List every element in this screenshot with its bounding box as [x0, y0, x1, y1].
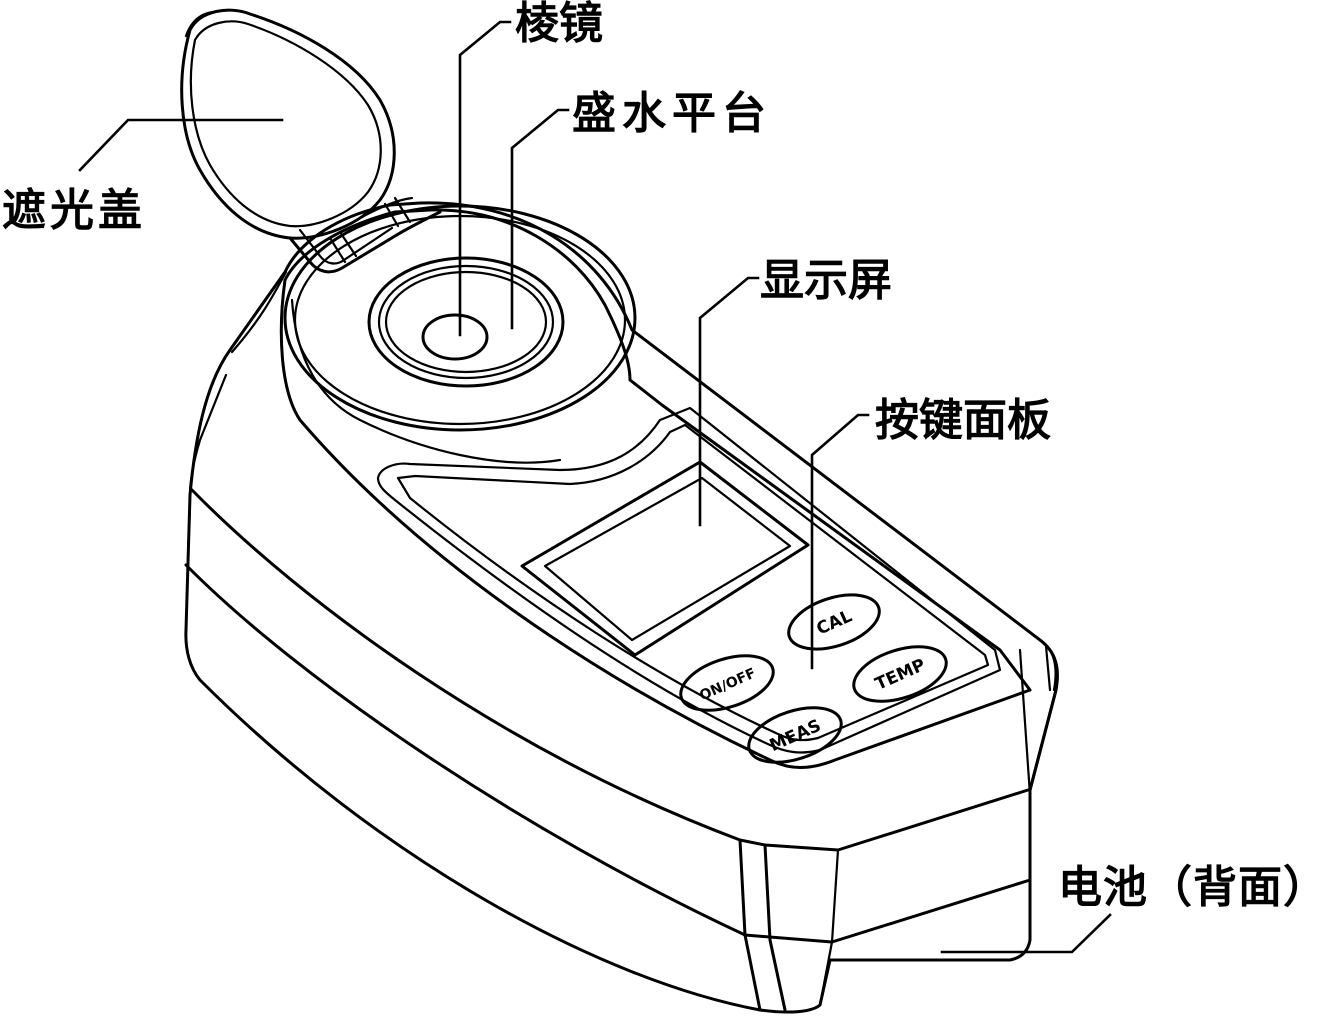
leader-lines: [78, 20, 1112, 954]
leader-prism: [458, 20, 512, 337]
prism: [421, 313, 489, 361]
label-display: 显示屏: [760, 255, 892, 306]
temp-button[interactable]: TEMP: [847, 636, 953, 711]
labels: 棱镜 盛水平台 遮光盖 显示屏 按键面板 电池（背面）: [2, 0, 1328, 913]
on-off-button[interactable]: ON/OFF: [674, 645, 780, 720]
leader-keypad: [810, 413, 870, 670]
label-light-cover: 遮光盖: [2, 185, 146, 236]
device-body: [184, 201, 1059, 1014]
label-battery: 电池（背面）: [1058, 862, 1328, 913]
label-keypad: 按键面板: [875, 395, 1051, 446]
display-screen: [520, 460, 810, 657]
leader-water-platform: [510, 108, 570, 330]
label-prism: 棱镜: [515, 0, 603, 49]
keypad: CAL ON/OFF TEMP MEAS: [674, 585, 953, 764]
temp-button-label: TEMP: [872, 655, 928, 695]
light-cover[interactable]: [180, 8, 442, 274]
leader-display: [698, 276, 760, 527]
leader-light-cover: [78, 118, 284, 172]
leader-battery: [940, 913, 1112, 954]
cal-button-label: CAL: [814, 606, 856, 639]
label-water-platform: 盛水平台: [572, 88, 772, 139]
cal-button[interactable]: CAL: [782, 585, 886, 660]
